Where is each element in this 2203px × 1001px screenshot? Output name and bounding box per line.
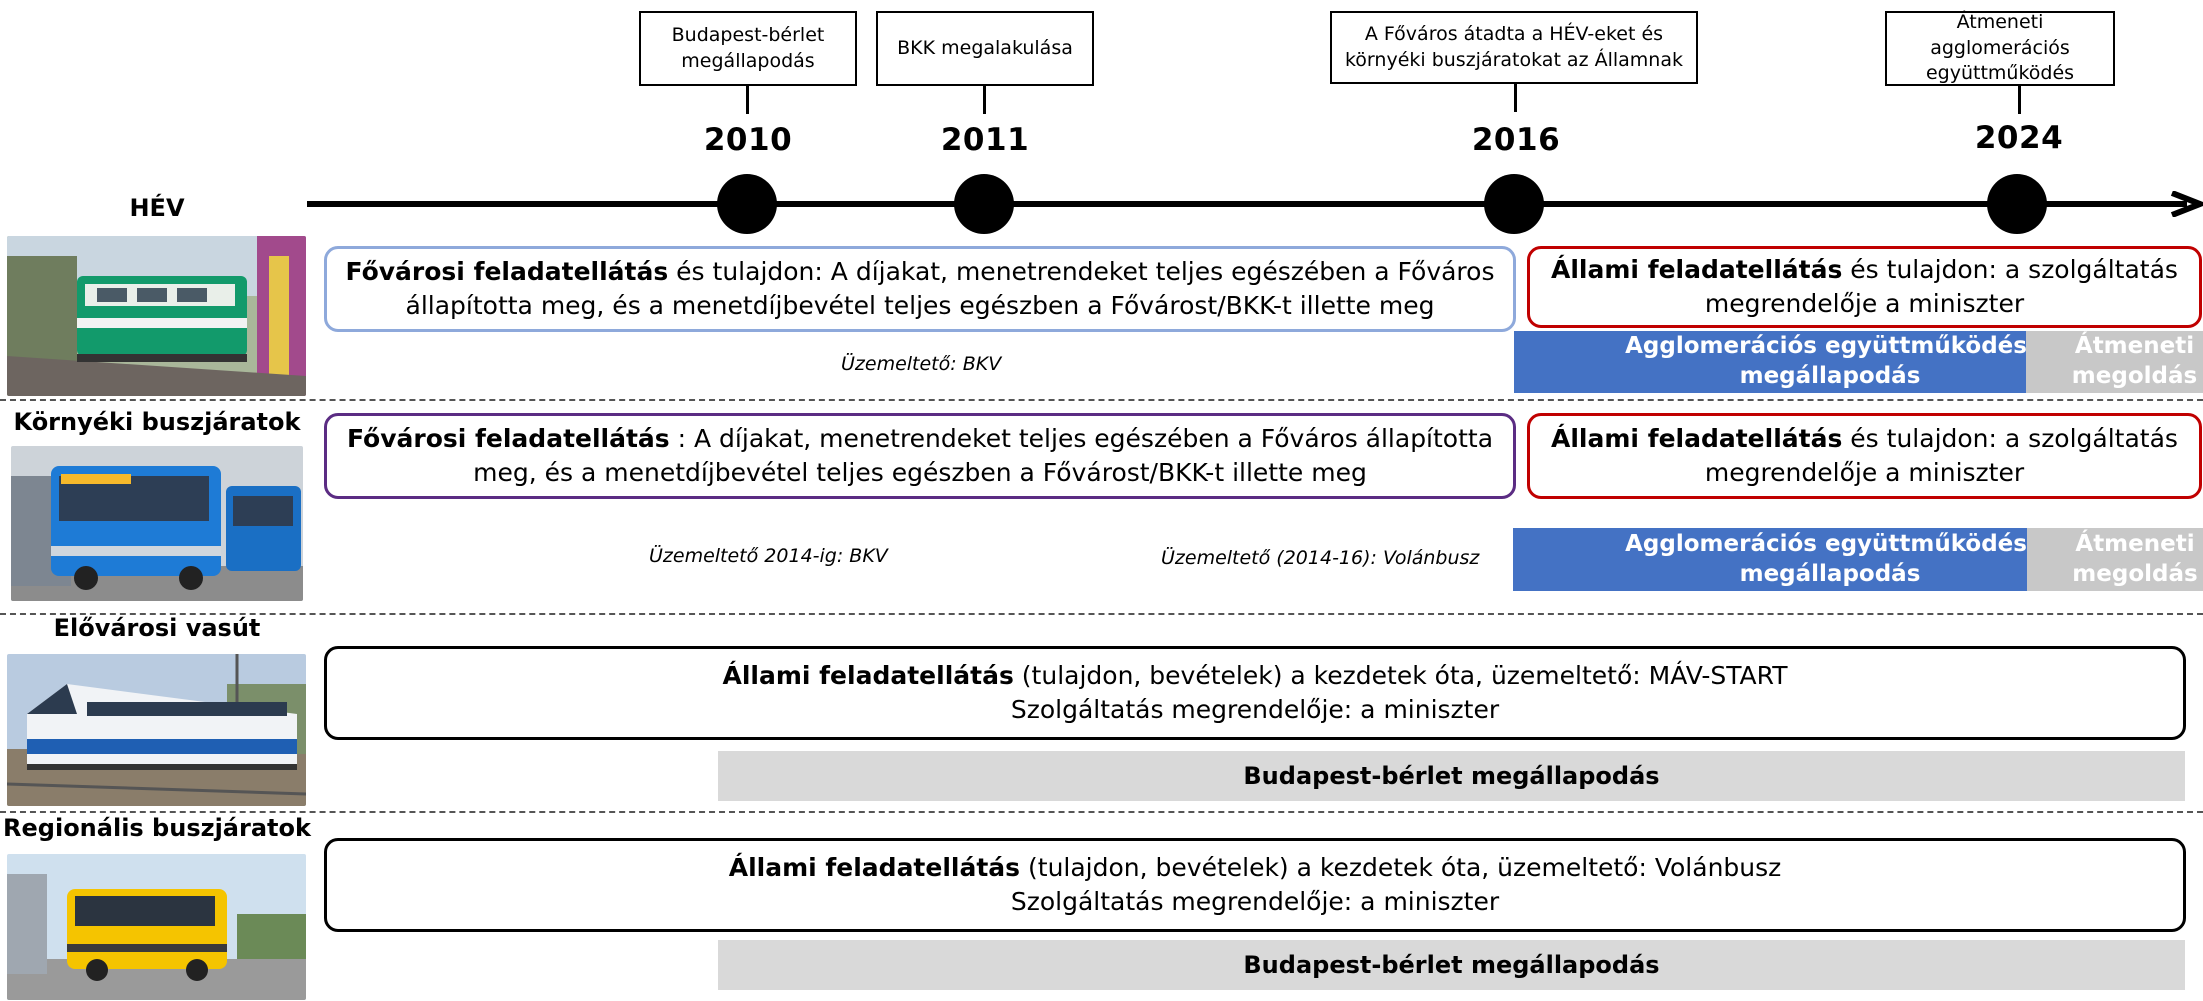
year-label-2016: 2016	[1471, 122, 1561, 158]
regional-state-box: Állami feladatellátás (tulajdon, bevétel…	[324, 838, 2186, 932]
hev-state-bold: Állami feladatellátás	[1551, 255, 1843, 285]
hev-municipal-bold: Fővárosi feladatellátás	[345, 257, 669, 287]
bus-municipal-box: Fővárosi feladatellátás : A díjakat, men…	[324, 413, 1516, 499]
bus-municipal-bold: Fővárosi feladatellátás	[346, 424, 670, 454]
row-title-bus-local: Környéki buszjáratok	[13, 408, 301, 436]
year-label-2024: 2024	[1974, 120, 2064, 156]
rail-budapest-pass-bar: Budapest-bérlet megállapodás	[718, 751, 2185, 801]
connector-2016	[1514, 84, 1517, 112]
bus-operator-bkv: Üzemeltető 2014-ig: BKV	[649, 545, 888, 567]
timeline-arrowhead	[2170, 191, 2203, 217]
bus-interim-bar: Átmeneti megoldás	[2027, 528, 2203, 591]
photo-regional-bus	[7, 854, 306, 1000]
photo-hev-train	[7, 236, 306, 396]
row-title-suburban-rail: Elővárosi vasút	[53, 614, 261, 642]
connector-2010	[746, 86, 749, 114]
connector-2024	[2018, 86, 2021, 114]
timeline-axis	[307, 201, 2187, 207]
timeline-dot-2011	[954, 174, 1014, 234]
hev-interim-bar: Átmeneti megoldás	[2026, 331, 2203, 393]
year-label-2010: 2010	[703, 122, 793, 158]
event-callout-2011: BKK megalakulása	[876, 11, 1094, 86]
bus-state-bold: Állami feladatellátás	[1551, 424, 1843, 454]
photo-city-bus	[11, 446, 303, 601]
year-label-2011: 2011	[940, 122, 1030, 158]
bus-operator-volanbusz: Üzemeltető (2014-16): Volánbusz	[1161, 547, 1480, 569]
hev-municipal-box: Fővárosi feladatellátás és tulajdon: A d…	[324, 246, 1516, 332]
regional-state-bold: Állami feladatellátás	[728, 853, 1021, 883]
timeline-dot-2010	[717, 174, 777, 234]
regional-budapest-pass-bar: Budapest-bérlet megállapodás	[718, 940, 2185, 990]
hev-operator: Üzemeltető: BKV	[841, 353, 1002, 375]
timeline-dot-2016	[1484, 174, 1544, 234]
row-divider-2	[0, 613, 2203, 615]
hev-state-box: Állami feladatellátás és tulajdon: a szo…	[1527, 246, 2202, 328]
connector-2011	[983, 86, 986, 114]
row-title-regional-bus: Regionális buszjáratok	[3, 814, 311, 842]
rail-state-bold: Állami feladatellátás	[722, 661, 1014, 691]
bus-state-box: Állami feladatellátás és tulajdon: a szo…	[1527, 413, 2202, 499]
row-divider-1	[0, 399, 2203, 401]
timeline-dot-2024	[1987, 174, 2047, 234]
row-title-hev: HÉV	[129, 194, 185, 222]
photo-suburban-train	[7, 654, 306, 806]
row-divider-3	[0, 811, 2203, 813]
rail-state-box: Állami feladatellátás (tulajdon, bevétel…	[324, 646, 2186, 740]
